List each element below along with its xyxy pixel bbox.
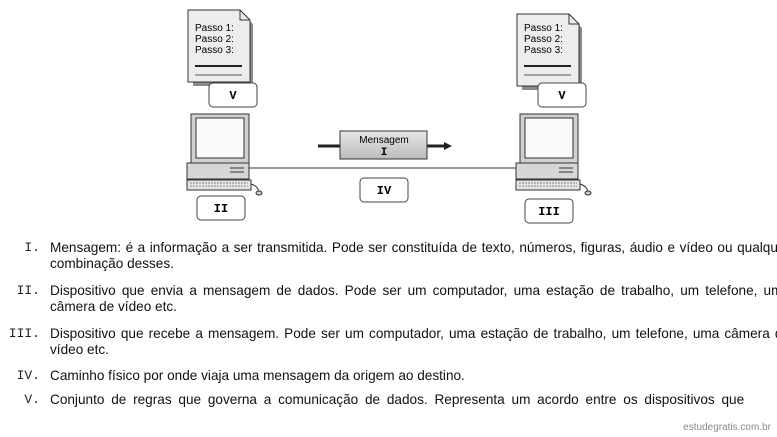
item-text: Mensagem: é a informação a ser transmiti… [50, 240, 777, 271]
item-number: V. [24, 392, 40, 407]
watermark: estudegratis.com.br [683, 422, 771, 433]
message-block: Mensagem I [318, 130, 452, 160]
receiver-label-text: III [538, 205, 560, 219]
item-text: Dispositivo que envia a mensagem de dado… [50, 283, 777, 314]
communication-diagram: Passo 1: Passo 2: Passo 3: V II [186, 9, 592, 224]
receiver-computer [515, 113, 592, 196]
sender-computer [186, 113, 263, 196]
path-label: IV [359, 177, 409, 203]
left-protocol-label: V [208, 82, 258, 108]
item-number: IV. [16, 368, 40, 383]
left-doc-line-3: Passo 3: [195, 45, 234, 56]
definition-list: I. Mensagem: é a informação a ser transm… [0, 240, 777, 437]
diagram-canvas: Passo 1: Passo 2: Passo 3: V II [186, 9, 592, 224]
left-label-v: V [229, 89, 237, 103]
item-number: II. [16, 283, 40, 298]
right-protocol-document: Passo 1: Passo 2: Passo 3: [516, 13, 582, 90]
left-protocol-document: Passo 1: Passo 2: Passo 3: [187, 9, 253, 86]
right-doc-line-3: Passo 3: [524, 45, 563, 56]
path-label-text: IV [377, 184, 392, 198]
sender-label: II [196, 195, 246, 221]
sender-label-text: II [214, 202, 228, 216]
left-doc-line-1: Passo 1: [195, 23, 234, 34]
right-doc-line-1: Passo 1: [524, 23, 563, 34]
item-text: Dispositivo que recebe a mensagem. Pode … [50, 326, 777, 357]
receiver-label: III [524, 198, 574, 224]
right-protocol-label: V [537, 82, 587, 108]
item-text: Caminho físico por onde viaja uma mensag… [50, 368, 465, 383]
left-doc-line-2: Passo 2: [195, 34, 234, 45]
item-number: III. [8, 326, 40, 341]
item-text: Conjunto de regras que governa a comunic… [50, 392, 745, 407]
message-number: I [381, 147, 388, 159]
right-doc-line-2: Passo 2: [524, 34, 563, 45]
right-label-v: V [558, 89, 566, 103]
item-number: I. [24, 240, 40, 255]
message-title: Mensagem [359, 135, 408, 146]
